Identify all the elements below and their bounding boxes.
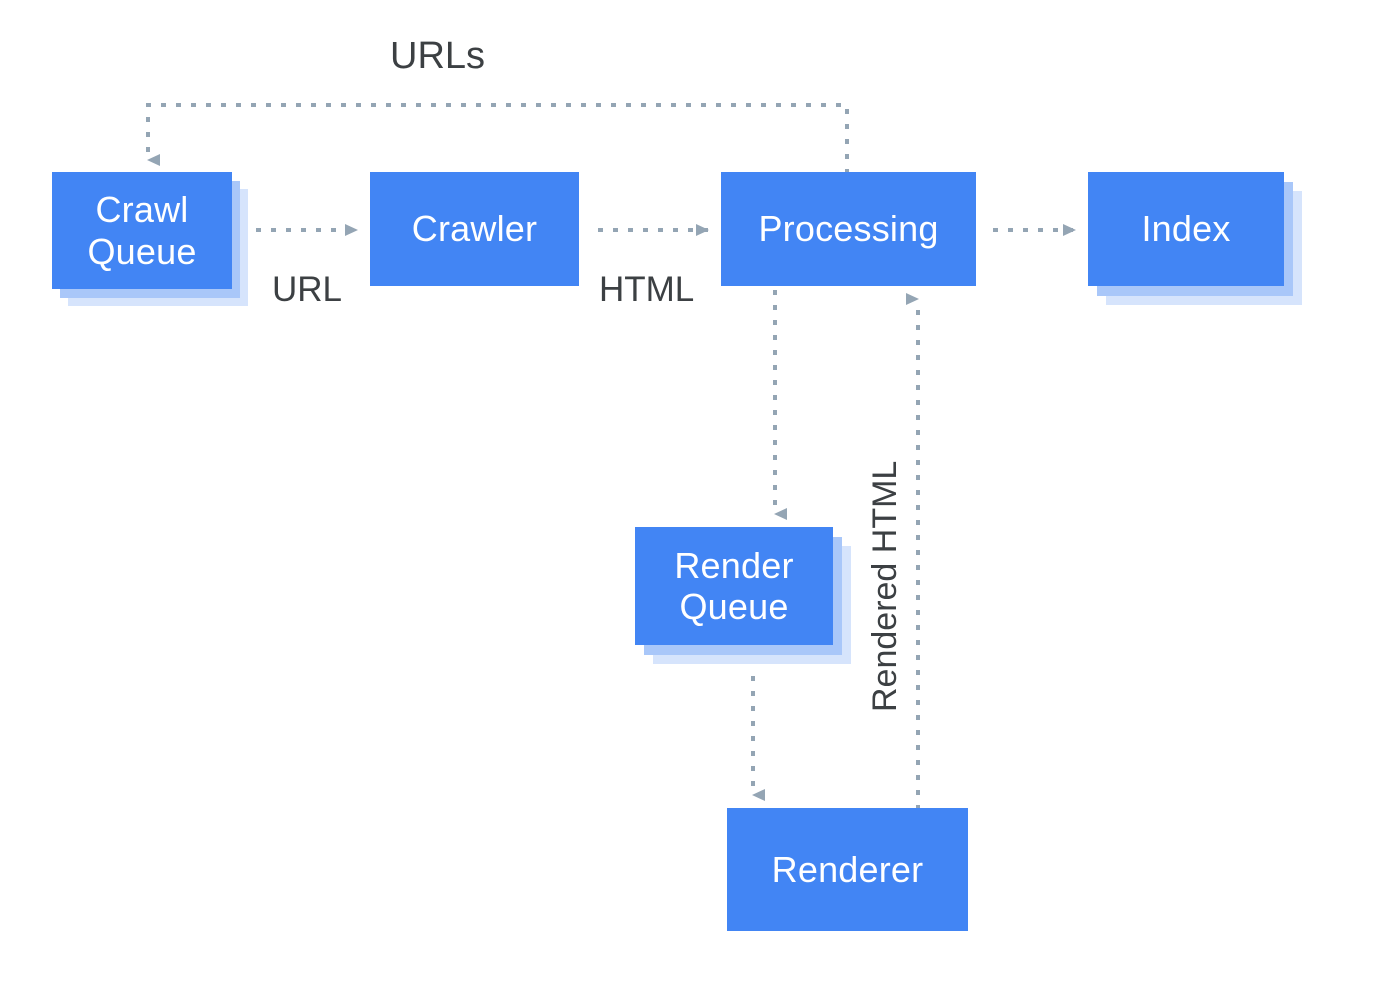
node-processing-label: Processing [758,208,939,250]
node-render-queue[interactable]: Render Queue [635,527,851,664]
node-render-queue-face: Render Queue [635,527,833,645]
node-index[interactable]: Index [1088,172,1302,305]
node-crawl-queue[interactable]: Crawl Queue [52,172,248,306]
node-index-face: Index [1088,172,1284,286]
node-processing[interactable]: Processing [721,172,976,286]
edge-urls-feedback [146,103,849,174]
node-render-queue-label-line-1: Render [674,544,794,586]
edge-label-url: URL [272,270,343,309]
node-renderer[interactable]: Renderer [727,808,968,931]
node-processing-face: Processing [721,172,976,286]
node-render-queue-label-line-2: Queue [679,586,789,627]
edge-label-html: HTML [599,270,695,309]
edge-label-urls: URLs [390,35,486,77]
node-crawl-queue-label-line-1: Crawl [95,189,189,231]
node-renderer-face: Renderer [727,808,968,931]
node-renderer-label: Renderer [771,848,924,890]
edge-label-rendered-html: Rendered HTML [866,460,904,712]
node-crawler-label: Crawler [411,208,538,250]
node-index-label: Index [1141,208,1231,250]
node-crawler-face: Crawler [370,172,579,286]
node-crawl-queue-label-line-2: Queue [87,230,197,272]
node-crawler[interactable]: Crawler [370,172,579,286]
node-crawl-queue-face: Crawl Queue [52,172,232,289]
